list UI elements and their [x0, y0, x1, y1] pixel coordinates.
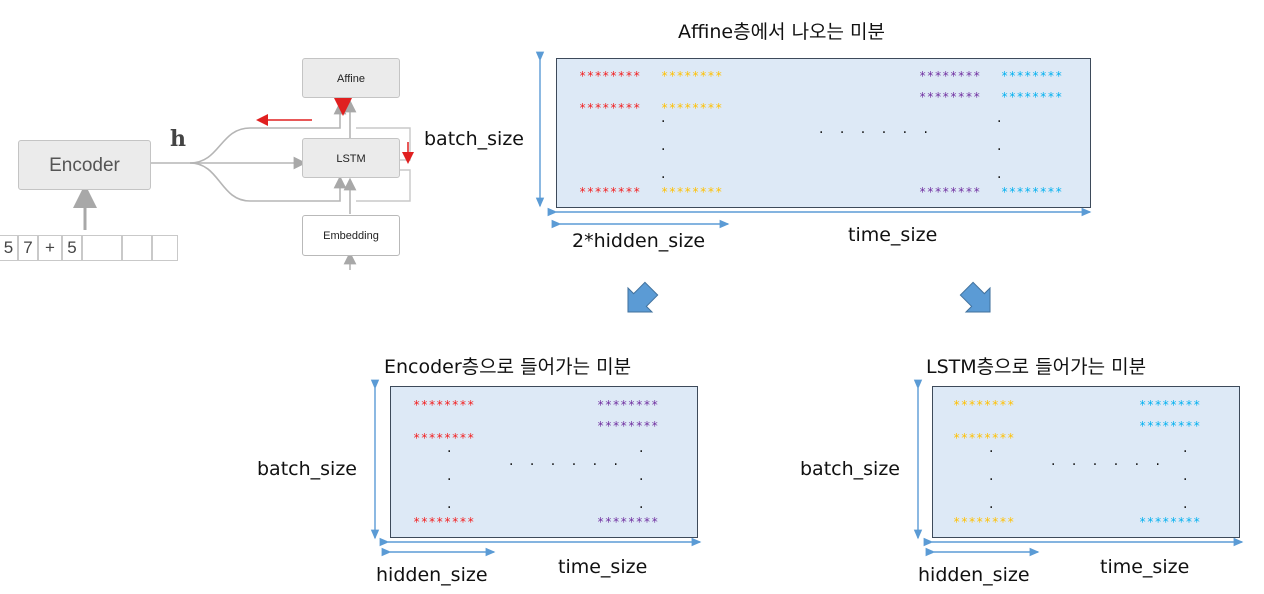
h-branch-lower: [189, 162, 347, 202]
stars-cyan: ********: [1139, 419, 1201, 433]
h-label: h: [170, 126, 186, 152]
vertical-dot: .: [1183, 496, 1188, 512]
vertical-dot: .: [1183, 440, 1188, 456]
affine-label: Affine: [337, 73, 365, 85]
vertical-dot: .: [989, 440, 994, 456]
vertical-dot: .: [989, 468, 994, 484]
top-matrix-rows-label: batch_size: [424, 128, 524, 150]
top-matrix-time-label: time_size: [848, 224, 938, 246]
affine-block: Affine: [302, 58, 400, 98]
stars-yellow: ********: [661, 185, 723, 199]
input-token-cell: +: [38, 235, 62, 261]
left-matrix-rows-label: batch_size: [257, 458, 357, 480]
lstm-recurrent-line-b: [356, 169, 411, 202]
embedding-label: Embedding: [323, 230, 379, 242]
top-matrix-title: Affine층에서 나오는 미분: [678, 21, 886, 43]
stars-purple: ********: [597, 515, 659, 529]
stars-cyan: ********: [1001, 90, 1063, 104]
stars-yellow: ********: [953, 515, 1015, 529]
arrow-to-lstm-matrix: [959, 281, 991, 313]
left-matrix-time-label: time_size: [558, 556, 648, 578]
left-matrix-hidden-label: hidden_size: [376, 564, 488, 586]
stars-cyan: ********: [1139, 398, 1201, 412]
input-token-cell: [122, 235, 152, 261]
stars-purple: ********: [597, 398, 659, 412]
input-token-cell: 7: [18, 235, 38, 261]
arrow-to-encoder-matrix: [627, 281, 659, 313]
right-matrix-rows-label: batch_size: [800, 458, 900, 480]
vertical-dot: .: [661, 110, 666, 126]
encoder-gradient-matrix: ******** ******** ******** ******** . . …: [390, 386, 698, 538]
input-token-cell: [82, 235, 122, 261]
stars-red: ********: [413, 398, 475, 412]
vertical-dot: .: [447, 440, 452, 456]
stars-cyan: ********: [1001, 185, 1063, 199]
input-token-cell: 5: [62, 235, 82, 261]
vertical-dot: .: [661, 166, 666, 182]
stars-red: ********: [579, 69, 641, 83]
vertical-dot: .: [639, 440, 644, 456]
stars-yellow: ********: [953, 398, 1015, 412]
input-token-cell: 5: [0, 235, 18, 261]
stars-purple: ********: [919, 90, 981, 104]
input-token-cell: [152, 235, 178, 261]
top-matrix-hidden-label: 2*hidden_size: [572, 230, 706, 252]
vertical-dot: .: [1183, 468, 1188, 484]
top-gradient-matrix: ******** ******** ******** ******** ****…: [556, 58, 1091, 208]
right-matrix-time-label: time_size: [1100, 556, 1190, 578]
right-matrix-title: LSTM층으로 들어가는 미분: [926, 356, 1147, 378]
right-matrix-hidden-label: hidden_size: [918, 564, 1030, 586]
vertical-dot: .: [997, 166, 1002, 182]
stars-red: ********: [579, 185, 641, 199]
stars-cyan: ********: [1139, 515, 1201, 529]
stars-yellow: ********: [661, 101, 723, 115]
horizontal-dots: · · · · · ·: [509, 457, 624, 473]
left-matrix-title: Encoder층으로 들어가는 미분: [384, 356, 632, 378]
embedding-block: Embedding: [302, 215, 400, 256]
stars-purple: ********: [597, 419, 659, 433]
vertical-dot: .: [639, 496, 644, 512]
stars-red: ********: [579, 101, 641, 115]
vertical-dot: .: [997, 110, 1002, 126]
vertical-dot: .: [661, 138, 666, 154]
vertical-dot: .: [447, 496, 452, 512]
lstm-gradient-matrix: ******** ******** ******** ******** . . …: [932, 386, 1240, 538]
stars-red: ********: [413, 431, 475, 445]
stars-cyan: ********: [1001, 69, 1063, 83]
stars-purple: ********: [919, 185, 981, 199]
lstm-label: LSTM: [336, 153, 366, 165]
horizontal-dots: · · · · · ·: [1051, 457, 1166, 473]
vertical-dot: .: [447, 468, 452, 484]
stars-red: ********: [413, 515, 475, 529]
stars-yellow: ********: [953, 431, 1015, 445]
lstm-block: LSTM: [302, 138, 400, 178]
encoder-label: Encoder: [49, 155, 120, 176]
vertical-dot: .: [639, 468, 644, 484]
encoder-block: Encoder: [18, 140, 151, 190]
stars-purple: ********: [919, 69, 981, 83]
stars-yellow: ********: [661, 69, 723, 83]
horizontal-dots: · · · · · ·: [819, 125, 934, 141]
vertical-dot: .: [989, 496, 994, 512]
vertical-dot: .: [997, 138, 1002, 154]
